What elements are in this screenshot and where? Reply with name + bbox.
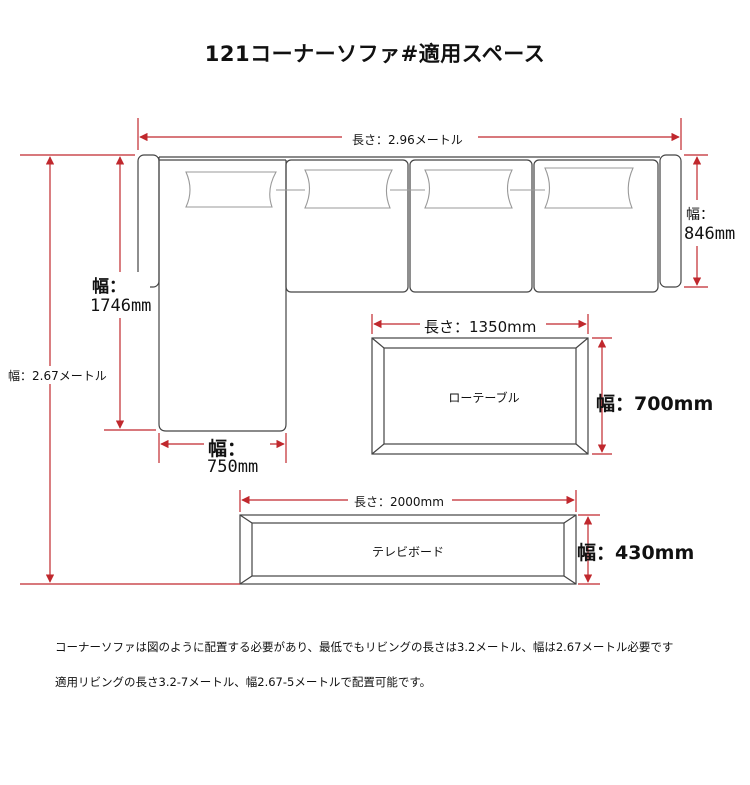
low-table-outer bbox=[371, 337, 589, 455]
label-chaise-width-title: 幅： bbox=[208, 438, 247, 460]
tv-board-outer bbox=[239, 514, 577, 585]
sofa-cushions bbox=[185, 167, 634, 209]
label-chaise-width-value: 750mm bbox=[207, 457, 259, 477]
low-table bbox=[371, 337, 589, 455]
page-title: 121コーナーソファ#適用スペース bbox=[204, 42, 546, 66]
cushion-3 bbox=[424, 169, 513, 209]
tv-board-inner bbox=[251, 522, 565, 577]
sofa-seat-4 bbox=[533, 159, 659, 293]
label-back-depth-title: 幅： bbox=[686, 207, 714, 223]
label-tv-length: 長さ：2000mm bbox=[354, 495, 444, 509]
corner-sofa bbox=[137, 154, 682, 432]
note-line-2: 適用リビングの長さ3.2-7メートル、幅2.67-5メートルで配置可能です。 bbox=[55, 675, 432, 689]
low-table-inner bbox=[383, 347, 577, 445]
label-tv-board: テレビボード bbox=[371, 545, 444, 559]
label-low-table: ローテーブル bbox=[448, 391, 520, 405]
sofa-right-arm bbox=[659, 154, 682, 288]
label-chaise-length-title: 幅： bbox=[92, 277, 126, 297]
label-overall-length: 長さ：2.96メートル bbox=[352, 133, 463, 147]
label-overall-width: 幅：2.67メートル bbox=[8, 369, 107, 383]
label-chaise-length-value: 1746mm bbox=[90, 296, 152, 316]
sofa-left-arm bbox=[137, 154, 160, 288]
label-back-depth-value: 846mm bbox=[684, 224, 736, 244]
dimension-lines bbox=[20, 118, 708, 585]
cushion-2 bbox=[304, 169, 393, 209]
label-table-length: 長さ：1350mm bbox=[424, 318, 537, 336]
label-tv-width: 幅：430mm bbox=[577, 542, 695, 564]
sofa-seat-2 bbox=[285, 159, 409, 293]
sofa-chaise bbox=[158, 157, 287, 432]
label-table-width: 幅：700mm bbox=[596, 393, 714, 415]
sofa-seat-3 bbox=[409, 159, 533, 293]
note-line-1: コーナーソファは図のように配置する必要があり、最低でもリビングの長さは3.2メー… bbox=[55, 640, 674, 654]
cushion-4 bbox=[544, 167, 634, 209]
tv-board bbox=[239, 514, 577, 585]
cushion-1 bbox=[185, 171, 277, 208]
